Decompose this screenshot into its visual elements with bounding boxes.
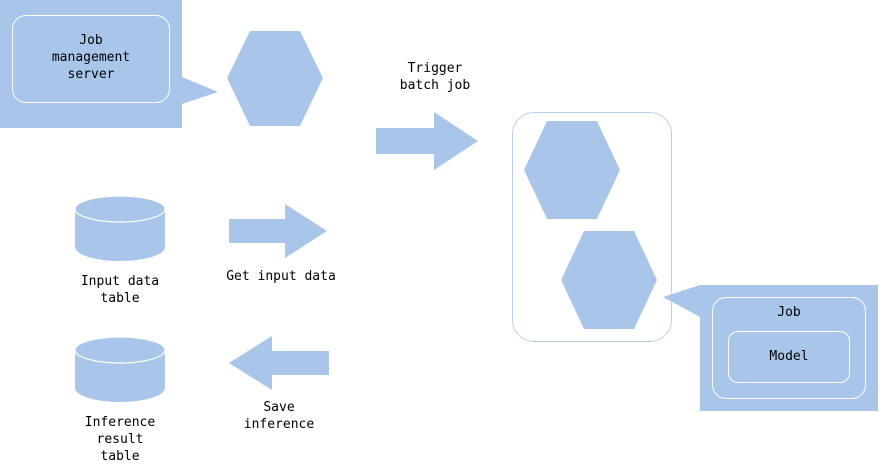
trigger-batch-job-label: Trigger batch job: [399, 61, 471, 93]
job-management-server-inner-outline: [12, 15, 170, 103]
job-management-server-node[interactable]: Job management server: [0, 0, 222, 130]
inference-result-table-label: Inference result table: [84, 415, 156, 464]
save-inference-arrow-icon: [229, 336, 329, 390]
job-panel-callout-shape: [663, 285, 878, 411]
scheduler-hexagon[interactable]: [225, 28, 325, 130]
job-management-server-label: Job management server: [51, 33, 131, 82]
trigger-batch-job-arrow-icon: [376, 112, 478, 170]
input-data-table-label: Input data table: [80, 274, 160, 306]
worker-hexagon-bottom[interactable]: [558, 228, 660, 332]
inference-result-table-cylinder[interactable]: [72, 336, 168, 408]
get-input-data-arrow-icon: [229, 204, 327, 258]
input-data-table-cylinder[interactable]: [72, 195, 168, 267]
worker-hexagon-top[interactable]: [521, 118, 623, 222]
model-box-label: Model: [769, 349, 809, 364]
job-panel-node[interactable]: Job Model: [660, 285, 880, 415]
job-panel-inner-outline: [712, 297, 866, 399]
get-input-data-label: Get input data: [226, 269, 336, 284]
job-panel-label: Job: [777, 305, 801, 320]
model-box[interactable]: [728, 331, 850, 383]
save-inference-label: Save inference: [243, 400, 315, 432]
